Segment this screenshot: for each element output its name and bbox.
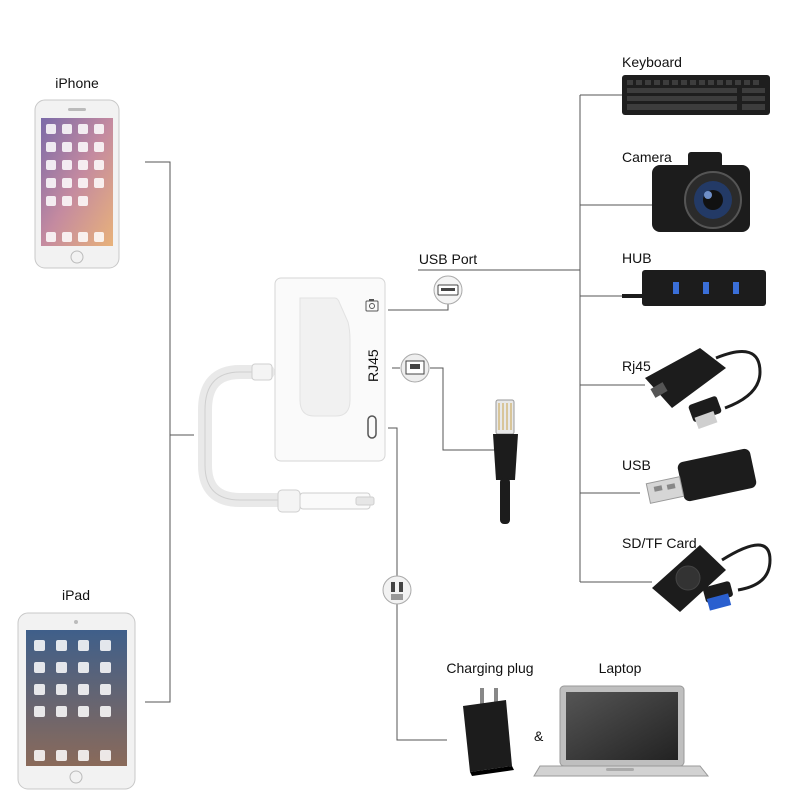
usb-drive-icon <box>645 448 757 504</box>
hub-label: HUB <box>622 250 652 266</box>
ipad-label: iPad <box>62 587 90 603</box>
connector-lines <box>145 94 652 741</box>
sdtf-label: SD/TF Card <box>622 535 697 551</box>
rj45-adapter-icon <box>645 348 762 430</box>
camera-label: Camera <box>622 149 672 165</box>
usb-label: USB <box>622 457 651 473</box>
laptop-icon <box>533 685 710 777</box>
camera-icon <box>652 152 750 232</box>
lightning-connector <box>277 489 375 513</box>
iphone-label: iPhone <box>55 75 99 91</box>
keyboard-icon <box>622 75 770 115</box>
laptop-label: Laptop <box>599 660 642 676</box>
ipad-app-grid-icon <box>34 640 111 761</box>
ethernet-cable <box>493 399 518 524</box>
usb-port-label: USB Port <box>419 251 477 267</box>
charging-plug-icon <box>463 688 514 776</box>
charging-plug-label: Charging plug <box>446 660 533 676</box>
rj45-port-icon <box>400 353 430 383</box>
sd-card-reader-icon <box>652 543 772 612</box>
iphone-device <box>34 99 120 269</box>
usb-port-icon <box>433 275 463 305</box>
keyboard-label: Keyboard <box>622 54 682 70</box>
adapter-rj45-label: RJ45 <box>365 349 381 382</box>
ipad-device <box>17 612 136 790</box>
iphone-app-grid-icon <box>46 124 104 242</box>
camera-port-icon <box>365 299 379 312</box>
rj45-label: Rj45 <box>622 358 651 374</box>
ampersand-label: & <box>534 728 544 744</box>
lightning-port-icon <box>367 415 377 439</box>
adapter-body: RJ45 <box>198 277 386 513</box>
hub-icon <box>622 270 766 306</box>
charging-socket-icon <box>382 575 412 605</box>
